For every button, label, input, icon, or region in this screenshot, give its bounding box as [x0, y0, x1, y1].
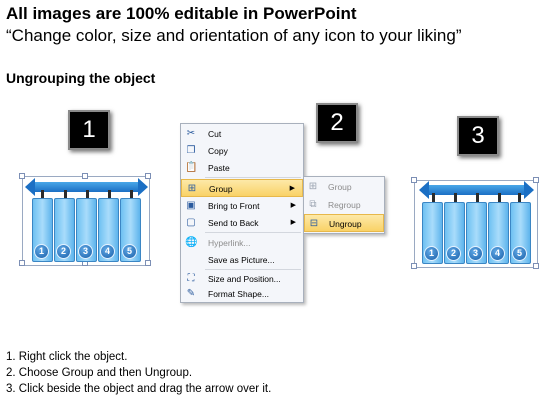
group-icon: ⊞: [187, 183, 197, 194]
grouped-object[interactable]: 1 2 3 4 5: [19, 173, 151, 266]
ungroup-icon: ⊟: [309, 218, 319, 229]
instruction-step: 1. Right click the object.: [6, 351, 128, 363]
copy-icon: ❐: [186, 145, 196, 156]
send-back-icon: ▢: [186, 217, 196, 228]
arrow-head-left-icon: [419, 181, 429, 199]
number-circle: 2: [446, 246, 461, 261]
menu-item-hyperlink[interactable]: 🌐 Hyperlink...: [185, 237, 251, 248]
submenu-item-regroup[interactable]: ⧉ Regroup: [304, 196, 384, 214]
submenu-arrow-icon: ▶: [290, 219, 296, 226]
resize-handle[interactable]: [533, 263, 539, 269]
group-icon: ⊞: [308, 181, 318, 192]
menu-item-send-to-back[interactable]: ▢ Send to Back ▶: [186, 217, 296, 228]
step-badge-3: 3: [457, 116, 499, 156]
connector-pin: [41, 190, 44, 200]
number-circle: 1: [34, 244, 49, 259]
instruction-step: 2. Choose Group and then Ungroup.: [6, 367, 193, 379]
paste-icon: 📋: [185, 162, 198, 173]
resize-handle[interactable]: [82, 173, 88, 179]
instruction-step: 3. Click beside the object and drag the …: [6, 383, 272, 395]
number-circle: 1: [424, 246, 439, 261]
menu-item-bring-to-front[interactable]: ▣ Bring to Front ▶: [186, 200, 296, 211]
submenu-arrow-icon: ▶: [290, 202, 296, 209]
resize-handle[interactable]: [145, 260, 151, 266]
arrow-head-right-icon: [524, 181, 534, 199]
number-circle: 5: [122, 244, 137, 259]
menu-item-cut[interactable]: ✂ Cut: [186, 128, 222, 139]
connector-pin: [64, 190, 67, 200]
connector-pin: [518, 193, 521, 203]
connector-pin: [108, 190, 111, 200]
context-menu: ✂ Cut ❐ Copy 📋 Paste ⊞ Group ▶ ▣ Bring t…: [180, 123, 304, 303]
number-circle: 2: [56, 244, 71, 259]
selection-frame: [414, 180, 538, 268]
resize-handle[interactable]: [411, 177, 417, 183]
resize-handle[interactable]: [19, 260, 25, 266]
hyperlink-icon: 🌐: [185, 237, 198, 248]
menu-item-save-as-picture[interactable]: Save as Picture...: [208, 255, 275, 265]
resize-handle[interactable]: [19, 173, 25, 179]
submenu-item-ungroup[interactable]: ⊟ Ungroup: [304, 214, 384, 232]
submenu-arrow-icon: ▶: [289, 185, 295, 192]
bring-front-icon: ▣: [186, 200, 196, 211]
step-badge-2: 2: [316, 103, 358, 143]
menu-separator: [205, 177, 301, 178]
section-heading: Ungrouping the object: [6, 70, 156, 86]
scissors-icon: ✂: [186, 128, 196, 139]
double-arrow: [34, 182, 138, 192]
menu-item-paste[interactable]: 📋 Paste: [185, 162, 230, 173]
menu-item-copy[interactable]: ❐ Copy: [186, 145, 228, 156]
resize-handle[interactable]: [145, 173, 151, 179]
connector-pin: [86, 190, 89, 200]
number-circle: 4: [100, 244, 115, 259]
menu-item-format-shape[interactable]: ✎ Format Shape...: [186, 288, 269, 299]
ungrouped-object[interactable]: 1 2 3 4 5: [411, 177, 539, 269]
group-submenu: ⊞ Group ⧉ Regroup ⊟ Ungroup: [303, 176, 385, 234]
number-circle: 3: [468, 246, 483, 261]
connector-pin: [130, 190, 133, 200]
menu-separator: [205, 232, 301, 233]
regroup-icon: ⧉: [309, 199, 317, 210]
menu-separator: [205, 269, 301, 270]
page-subtitle: “Change color, size and orientation of a…: [6, 26, 462, 45]
arrow-head-right-icon: [138, 178, 148, 196]
resize-handle[interactable]: [533, 177, 539, 183]
menu-item-group[interactable]: ⊞ Group ▶: [181, 179, 303, 197]
number-circle: 4: [490, 246, 505, 261]
instruction-list: 1. Right click the object. 2. Choose Gro…: [6, 349, 271, 397]
submenu-item-group[interactable]: ⊞ Group: [308, 181, 352, 192]
format-shape-icon: ✎: [186, 288, 196, 299]
arrow-head-left-icon: [25, 178, 35, 196]
size-position-icon: ⛶: [187, 273, 195, 284]
number-circle: 3: [78, 244, 93, 259]
resize-handle[interactable]: [411, 263, 417, 269]
number-circle: 5: [512, 246, 527, 261]
connector-pin: [476, 193, 479, 203]
menu-item-size-and-position[interactable]: ⛶ Size and Position...: [181, 270, 303, 288]
step-badge-1: 1: [68, 110, 110, 150]
page-title: All images are 100% editable in PowerPoi…: [6, 4, 357, 23]
connector-pin: [454, 193, 457, 203]
connector-pin: [432, 193, 435, 203]
double-arrow: [428, 185, 524, 195]
connector-pin: [498, 193, 501, 203]
